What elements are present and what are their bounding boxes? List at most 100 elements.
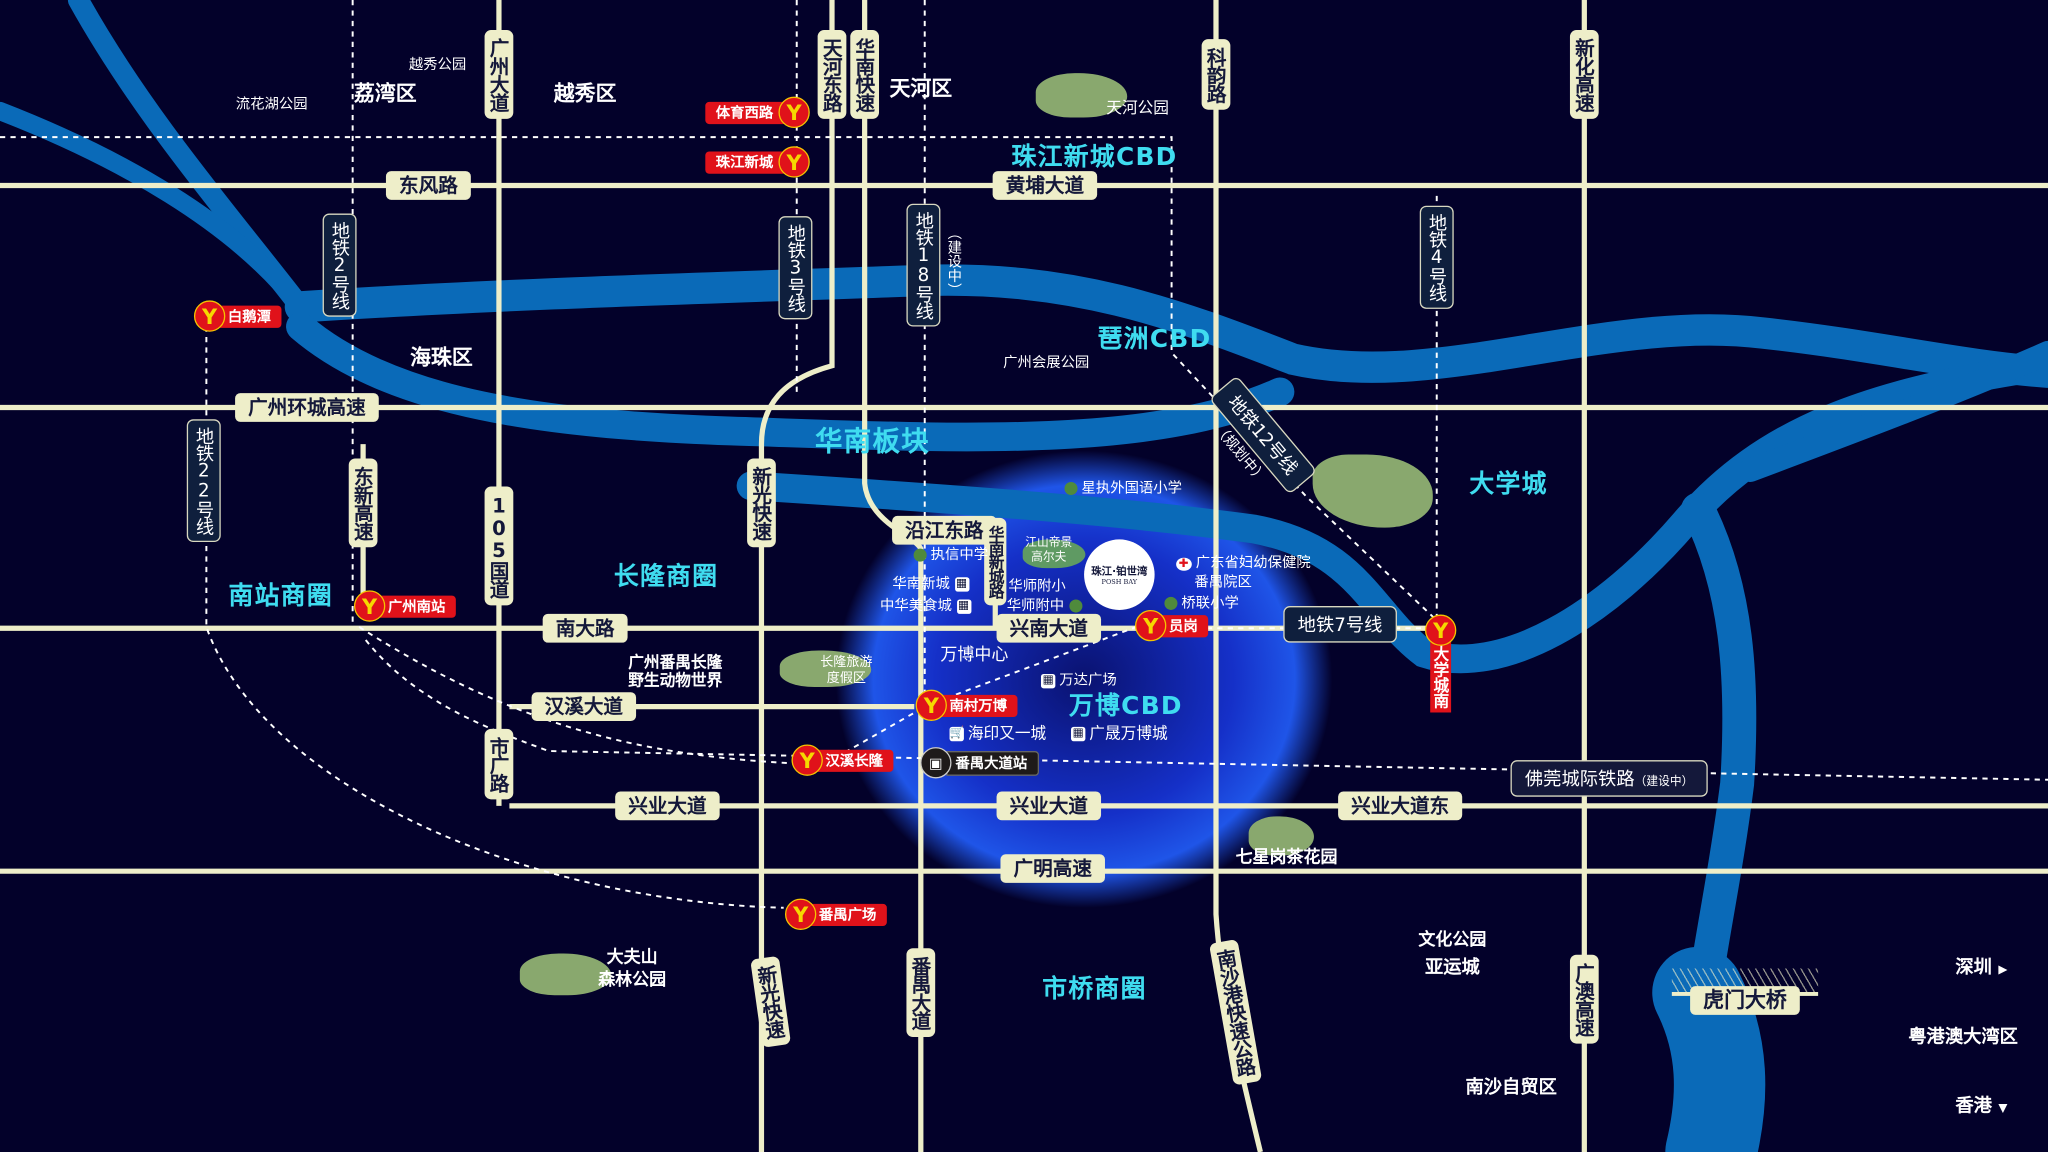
district-haizhu: 海珠区 [410, 344, 473, 370]
poi-nansha-ftz: 南沙自贸区 [1465, 1077, 1557, 1099]
area-zhujiang-cbd: 珠江新城CBD [1011, 143, 1178, 172]
region-greater-bay-area: 粤港澳大湾区 [1908, 1026, 2018, 1048]
poi-zhixing-foreign-school: 星执外国语小学 [1081, 479, 1183, 497]
poi-changlong-resort: 长隆旅游 [820, 655, 873, 671]
poi-huashi-middle: 华师附中 [1006, 596, 1065, 614]
metro-18-note: （建设中） [945, 225, 963, 298]
area-huanan-block: 华南板块 [815, 425, 930, 458]
poi-golf: 江山帝景高尔夫 [1025, 536, 1073, 565]
district-yuexiu: 越秀区 [553, 80, 617, 106]
school-icon [1064, 481, 1078, 496]
poi-zhixin-school: 执信中学 [930, 545, 989, 563]
station-label: 汉溪长隆 [817, 749, 894, 772]
metro-line-22: 地铁22号线 [186, 419, 221, 543]
region-shenzhen-label: 深圳 [1955, 957, 1992, 979]
road-panyu-avenue: 番禺大道 [906, 948, 936, 1038]
poi-hospital-branch: 番禺院区 [1194, 573, 1252, 591]
station-label: 南村万博 [941, 694, 1018, 717]
station-label: 广州南站 [380, 594, 456, 618]
region-hongkong-label: 香港 [1955, 1095, 1992, 1117]
road-guangming: 广明高速 [1000, 854, 1105, 883]
area-shiqiao: 市桥商圈 [1042, 975, 1147, 1004]
school-icon [1164, 596, 1178, 610]
poi-forest-park: 森林公园 [598, 970, 667, 991]
road-hanxi: 汉溪大道 [531, 692, 637, 721]
metro-icon: Y [353, 590, 386, 622]
poi-wanda-plaza: 万达广场 [1059, 671, 1117, 689]
metro-icon: Y [784, 898, 817, 930]
district-tianhe: 天河区 [889, 75, 953, 101]
arrow-right-icon: ▶ [1998, 963, 2008, 977]
road-105-national: 105国道 [484, 486, 514, 606]
project-name: 珠江·铂世湾 [1091, 564, 1148, 577]
station-label: 员岗 [1161, 614, 1209, 637]
park-dafushan [519, 953, 612, 996]
metro-line-7: 地铁7号线 [1283, 606, 1397, 643]
road-xinguang-express: 新光快速 [747, 458, 776, 548]
shopping-cart-icon: 🛒 [949, 726, 965, 742]
poi-wildlife-world: 野生动物世界 [628, 671, 723, 690]
park-qixinggang [1248, 816, 1314, 856]
poi-guangsheng-wanbo: 广晟万博城 [1089, 724, 1168, 743]
poi-huanan-xincheng: 华南新城 [892, 574, 950, 592]
poi-haiyin: 海印又一城 [967, 724, 1047, 743]
metro-icon: Y [1135, 609, 1167, 642]
road-huanan-xincheng: 华南新城路 [984, 517, 1007, 606]
station-label: 白鹅潭 [220, 304, 282, 328]
hospital-icon: ✚ [1176, 557, 1192, 571]
station-label: 珠江新城 [705, 150, 784, 174]
road-xingye-east: 兴业大道东 [1338, 791, 1463, 821]
poi-yuexiu-park: 越秀公园 [408, 56, 467, 74]
bus-station-panyu-avenue[interactable]: ▣番禺大道站 [920, 747, 1040, 779]
bus-station-label: 番禺大道站 [946, 750, 1040, 776]
building-icon: ▦ [1040, 673, 1056, 688]
poi-huashi-primary: 华师附小 [1008, 577, 1066, 595]
arrow-down-icon: ▼ [1998, 1102, 2008, 1116]
metro-icon: Y [791, 744, 823, 776]
building-icon: ▦ [1071, 726, 1086, 742]
park-tianhe [1035, 73, 1128, 118]
poi-qixinggang-park: 七星岗茶花园 [1235, 848, 1338, 868]
region-hongkong[interactable]: 香港 ▼ [1955, 1092, 2007, 1118]
intercity-rail-label: 佛莞城际铁路 [1524, 769, 1635, 791]
metro-line-2: 地铁2号线 [322, 213, 357, 317]
school-icon [1068, 599, 1082, 613]
metro-icon: Y [778, 146, 810, 178]
road-keyun: 科韵路 [1201, 39, 1231, 110]
poi-wanbo-center: 万博中心 [940, 645, 1009, 666]
area-changlong: 长隆商圈 [613, 562, 719, 592]
road-ring-expressway: 广州环城高速 [235, 393, 379, 422]
humen-bridge: 虎门大桥 [1690, 986, 1800, 1015]
school-icon [913, 548, 927, 562]
poi-culture-park: 文化公园 [1418, 930, 1487, 951]
metro-icon: Y [778, 96, 810, 128]
metro-line-3: 地铁3号线 [778, 216, 813, 320]
area-south-station: 南站商圈 [228, 581, 334, 611]
poi-food-city: 中华美食城 [879, 596, 952, 614]
metro-icon: Y [1424, 614, 1457, 646]
road-tianhe-east: 天河东路 [817, 30, 847, 119]
poi-dafushan: 大夫山 [606, 948, 658, 968]
project-english-name: POSH BAY [1101, 577, 1138, 586]
poi-maternal-hospital: ✚ 广东省妇幼保健院番禺院区 [1176, 554, 1311, 591]
road-guangzhou-avenue: 广州大道 [484, 30, 514, 119]
region-shenzhen[interactable]: 深圳 ▶ [1955, 953, 2007, 979]
station-label: 番禺广场 [811, 903, 887, 926]
station-label: 体育西路 [705, 101, 784, 124]
poi-changlong-name: 广州番禺长隆 [628, 653, 723, 672]
road-xingnan: 兴南大道 [996, 613, 1102, 643]
road-dongfeng: 东风路 [385, 171, 471, 200]
intercity-rail-note: （建设中） [1634, 775, 1694, 789]
metro-line-18: 地铁18号线 [906, 203, 941, 327]
